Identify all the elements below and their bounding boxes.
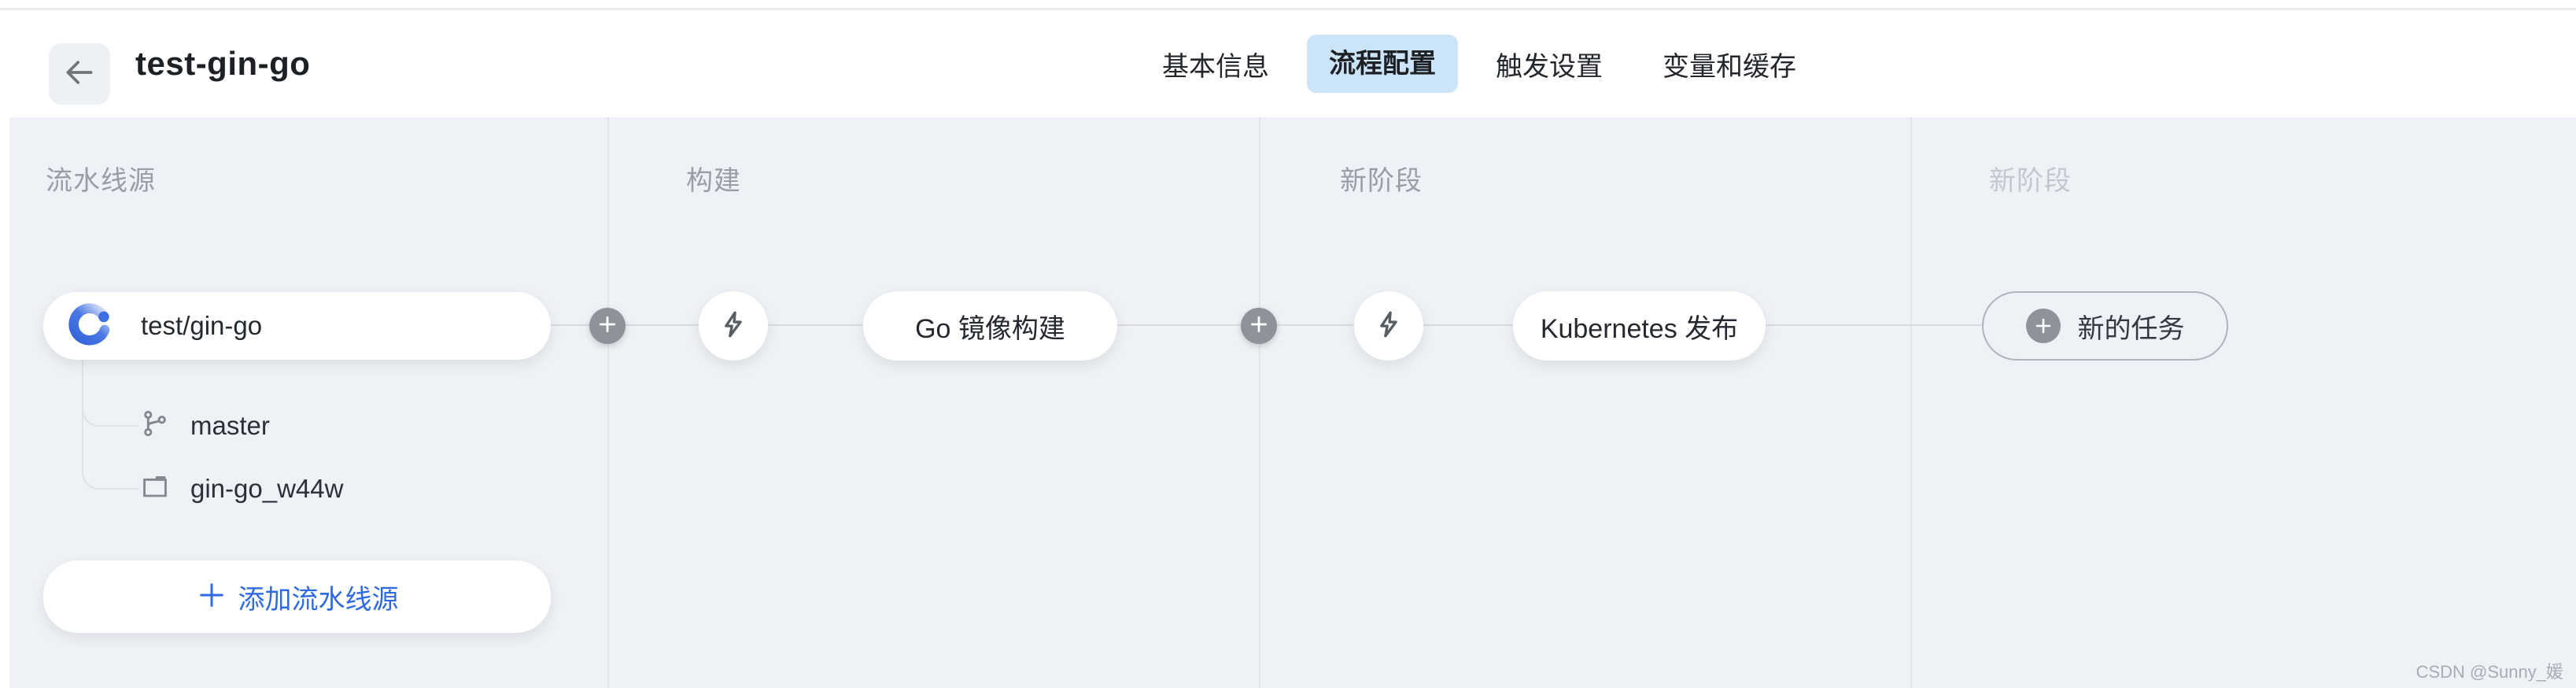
stage-divider	[607, 117, 609, 688]
folder-icon	[140, 472, 170, 505]
stage-divider	[1910, 117, 1912, 688]
tree-elbow-workspace	[82, 358, 138, 490]
column-label-new-stage-placeholder: 新阶段	[1989, 166, 2072, 196]
git-branch-icon	[140, 409, 170, 442]
add-source-button[interactable]: 添加流水线源	[43, 560, 551, 633]
lightning-icon	[717, 308, 750, 345]
add-stage-connector-2[interactable]	[1241, 308, 1277, 344]
stage-trigger-build[interactable]	[699, 291, 768, 361]
pipeline-canvas: 流水线源 构建 新阶段 新阶段	[9, 117, 2576, 688]
tab-variables-cache[interactable]: 变量和缓存	[1663, 51, 1796, 82]
new-task-button[interactable]: 新的任务	[1982, 291, 2228, 361]
stage-divider	[1259, 117, 1260, 688]
page-title: test-gin-go	[135, 45, 311, 82]
tab-bar: 基本信息 流程配置 触发设置 变量和缓存	[1162, 10, 1796, 117]
plus-circle-icon	[2025, 309, 2061, 343]
stage-trigger-deploy[interactable]	[1354, 291, 1423, 361]
add-source-label: 添加流水线源	[238, 584, 399, 615]
plus-icon	[196, 579, 227, 615]
back-button[interactable]	[49, 43, 110, 105]
branch-name: master	[190, 410, 270, 440]
arrow-left-icon	[62, 55, 97, 94]
tab-trigger-settings[interactable]: 触发设置	[1496, 51, 1603, 82]
plus-icon	[1249, 314, 1269, 338]
top-divider	[0, 8, 2576, 10]
task-node-kubernetes-deploy[interactable]: Kubernetes 发布	[1513, 291, 1766, 361]
header-bar: test-gin-go 基本信息 流程配置 触发设置 变量和缓存	[0, 10, 2576, 117]
add-stage-connector-1[interactable]	[589, 308, 626, 344]
tab-flow-config[interactable]: 流程配置	[1307, 35, 1458, 93]
plus-icon	[597, 314, 618, 338]
task-node-go-build[interactable]: Go 镜像构建	[863, 291, 1117, 361]
column-label-build: 构建	[686, 166, 741, 196]
source-workspace-row[interactable]: gin-go_w44w	[140, 472, 343, 505]
codeup-icon	[65, 300, 114, 353]
source-branch-row[interactable]: master	[140, 409, 270, 442]
watermark: CSDN @Sunny_媛	[2415, 662, 2563, 682]
source-repo-name: test/gin-go	[141, 311, 263, 340]
column-label-source: 流水线源	[46, 166, 156, 196]
source-card[interactable]: test/gin-go	[43, 292, 551, 360]
new-task-label: 新的任务	[2077, 313, 2185, 344]
workspace-name: gin-go_w44w	[190, 473, 344, 503]
lightning-icon	[1372, 308, 1405, 345]
column-label-new-stage: 新阶段	[1340, 166, 1423, 196]
tab-basic-info[interactable]: 基本信息	[1162, 51, 1269, 82]
